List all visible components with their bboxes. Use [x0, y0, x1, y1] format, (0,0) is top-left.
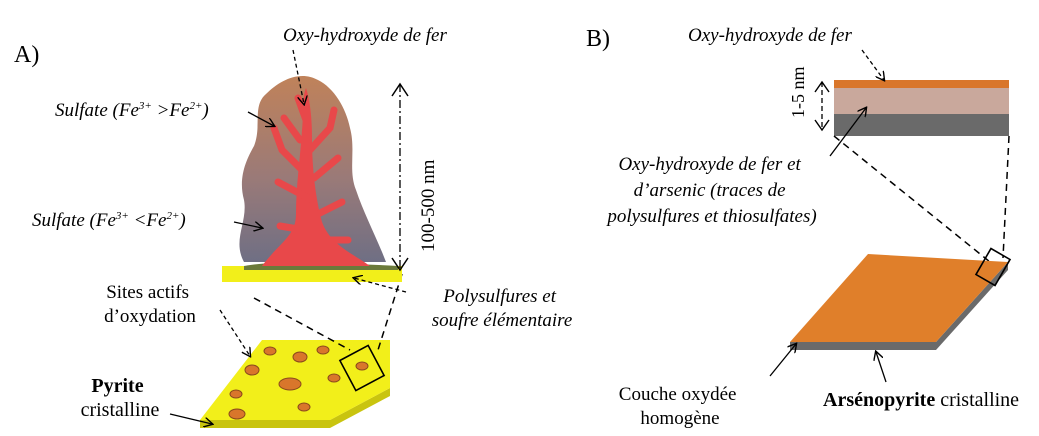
- active-site: [264, 347, 276, 355]
- thickness-label-a: 100-500 nm: [418, 159, 439, 252]
- sulfate-bottom-label: Sulfate (Fe3+ <Fe2+): [32, 210, 186, 231]
- panel-b: B) 1-5 nm Oxy-hydroxyde de fer Oxy-hydro: [586, 25, 1019, 429]
- polysulfures-label: Polysulfures et soufre élémentaire: [432, 286, 573, 331]
- active-site: [317, 346, 329, 354]
- thickness-indicator-a: 100-500 nm: [392, 84, 439, 270]
- couche-oxydee-label: Couche oxydée homogène: [619, 384, 741, 429]
- active-site: [356, 362, 368, 370]
- thickness-label-b: 1-5 nm: [788, 67, 808, 119]
- panel-b-label: B): [586, 26, 610, 52]
- projection-line-b-left: [834, 136, 990, 262]
- panel-a-label: A): [14, 42, 39, 68]
- arsenopyrite-leader: [876, 352, 886, 382]
- couche-oxydee-leader: [770, 344, 796, 376]
- oxy-fer-leader-b: [862, 50, 884, 80]
- oxy-arsenic-label: Oxy-hydroxyde de fer et d’arsenic (trace…: [605, 154, 816, 227]
- pyrite-label: Pyrite cristalline: [81, 375, 160, 421]
- active-site: [293, 352, 307, 362]
- layer-stack-b: [834, 80, 1009, 136]
- sulfate-top-label: Sulfate (Fe3+ >Fe2+): [55, 100, 209, 121]
- pyrite-slab: [200, 340, 390, 428]
- projection-line-b-right: [1003, 136, 1009, 258]
- active-site: [245, 365, 259, 375]
- active-site: [279, 378, 301, 390]
- oxy-fer-label-b: Oxy-hydroxyde de fer: [688, 25, 852, 46]
- iron-oxyhydroxide-layer: [834, 80, 1009, 88]
- arsenopyrite-slab-top: [790, 254, 1008, 342]
- projection-line-right: [378, 274, 402, 350]
- arsenopyrite-slab: [790, 249, 1010, 350]
- sites-actifs-label: Sites actifs d’oxydation: [104, 282, 196, 327]
- thickness-indicator-b: 1-5 nm: [788, 67, 829, 131]
- sites-actifs-leader: [220, 310, 250, 356]
- active-site: [298, 403, 310, 411]
- active-site: [229, 409, 245, 419]
- iron-arsenic-layer: [834, 88, 1009, 114]
- active-site: [328, 374, 340, 382]
- arsenopyrite-label: Arsénopyrite cristalline: [823, 389, 1019, 411]
- arsenopyrite-bulk-layer: [834, 114, 1009, 136]
- oxidized-layer-stack: [222, 76, 402, 282]
- oxy-fer-label-a: Oxy-hydroxyde de fer: [283, 25, 447, 46]
- panel-a: A): [14, 25, 572, 428]
- active-site: [230, 390, 242, 398]
